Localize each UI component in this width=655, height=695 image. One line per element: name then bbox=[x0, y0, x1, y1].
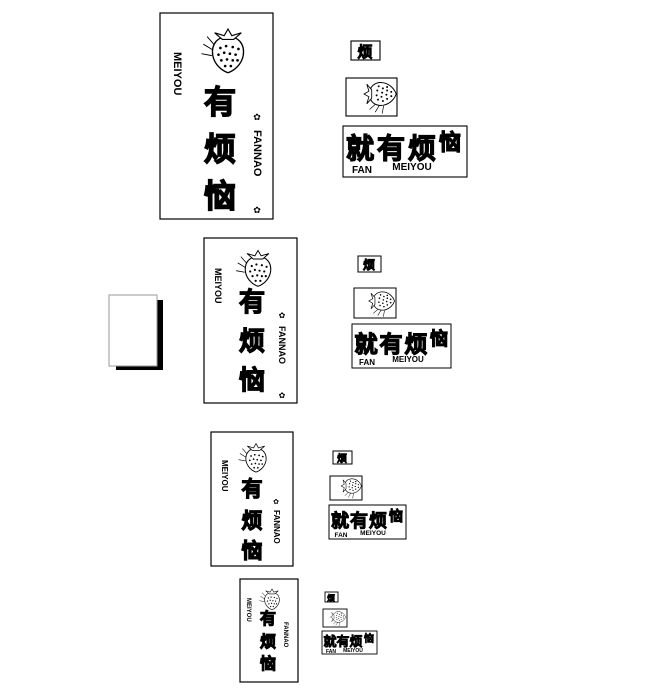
plaque-line-1: MEIYOU bbox=[343, 648, 363, 654]
detail-group-1: 烦 就 有 烦 恼 MEIYOU FAN bbox=[342, 40, 468, 178]
plaque-char-3: 烦 bbox=[405, 332, 428, 358]
leaf-tile bbox=[324, 591, 339, 603]
plaque-line-1: MEIYOU bbox=[360, 530, 386, 537]
plaque-char-3: 烦 bbox=[369, 510, 387, 532]
plaque-char-3: 烦 bbox=[349, 635, 362, 650]
plaque-line-2: FAN bbox=[359, 358, 375, 367]
title-plaque bbox=[351, 323, 452, 369]
sign-char-2: 烦 bbox=[242, 509, 263, 533]
vertical-sign-4: MEIYOU 有 烦 恼 FANNAO bbox=[239, 578, 299, 683]
plaque-char-1: 就 bbox=[323, 634, 336, 650]
plaque-char-4: 恼 bbox=[430, 328, 448, 350]
leaf-tile bbox=[332, 450, 353, 465]
detail-group-2: 烦 就 有 烦 恼 MEIYOU FAN bbox=[351, 255, 452, 369]
leaf-char: 烦 bbox=[357, 43, 372, 61]
plaque-char-4: 恼 bbox=[389, 508, 403, 525]
brand-vertical: MEIYOU bbox=[213, 268, 223, 304]
sign-char-1: 有 bbox=[239, 288, 265, 318]
plaque-char-4: 恼 bbox=[364, 632, 374, 645]
sign-char-3: 恼 bbox=[239, 366, 265, 396]
plaque-char-3: 烦 bbox=[408, 132, 436, 165]
detail-group-4: 烦 就 有 烦 恼 MEIYOU FAN bbox=[321, 591, 378, 655]
leaf-char: 烦 bbox=[327, 593, 335, 603]
flower-icon: ✿ bbox=[253, 206, 261, 216]
plaque-line-2: FAN bbox=[326, 649, 336, 655]
leaf-tile bbox=[350, 40, 381, 61]
brand-vertical: MEIYOU bbox=[220, 460, 229, 492]
plaque-char-4: 恼 bbox=[439, 130, 461, 156]
brand-vertical: MEIYOU bbox=[245, 598, 251, 622]
plaque-char-1: 就 bbox=[355, 331, 378, 358]
title-plaque bbox=[328, 504, 407, 540]
plaque-char-2: 有 bbox=[350, 510, 368, 532]
sign-char-1: 有 bbox=[204, 83, 236, 121]
vertical-sign-3: MEIYOU 有 烦 恼 ✿ FANNAO bbox=[210, 431, 294, 567]
vertical-sign-2: MEIYOU 有 烦 恼 ✿ FANNAO ✿ bbox=[203, 237, 298, 404]
side-view-panel bbox=[108, 294, 158, 367]
pinyin-vertical: FANNAO bbox=[282, 622, 288, 648]
pinyin-vertical: FANNAO bbox=[277, 326, 287, 364]
detail-group-3: 烦 就 有 烦 恼 MEIYOU FAN bbox=[328, 450, 407, 540]
sign-char-2: 烦 bbox=[260, 632, 276, 651]
sign-char-1: 有 bbox=[260, 609, 276, 628]
sign-char-2: 烦 bbox=[239, 327, 265, 357]
sign-char-2: 烦 bbox=[204, 130, 236, 168]
title-plaque bbox=[321, 630, 378, 655]
plaque-line-1: MEIYOU bbox=[392, 162, 431, 173]
vertical-sign-1: MEIYOU 有 烦 恼 ✿ FANNAO ✿ bbox=[159, 12, 274, 220]
sign-char-3: 恼 bbox=[260, 654, 276, 673]
sign-4-frame bbox=[239, 578, 299, 683]
plaque-char-2: 有 bbox=[380, 331, 403, 358]
flower-icon: ✿ bbox=[273, 498, 279, 506]
sign-char-3: 恼 bbox=[204, 177, 236, 215]
plaque-line-2: FAN bbox=[335, 532, 348, 539]
flower-icon: ✿ bbox=[279, 311, 286, 320]
leaf-tile bbox=[357, 255, 382, 273]
leaf-char: 烦 bbox=[337, 452, 347, 465]
plaque-line-2: FAN bbox=[352, 165, 372, 176]
plaque-char-1: 就 bbox=[331, 510, 349, 532]
pinyin-vertical: FANNAO bbox=[272, 510, 281, 544]
leaf-char: 烦 bbox=[363, 258, 375, 272]
sign-char-3: 恼 bbox=[242, 539, 263, 563]
flower-icon: ✿ bbox=[279, 391, 286, 400]
side-view bbox=[108, 294, 163, 370]
brand-vertical: MEIYOU bbox=[171, 52, 183, 95]
plaque-line-1: MEIYOU bbox=[392, 355, 424, 364]
plaque-char-2: 有 bbox=[377, 132, 405, 165]
plaque-char-2: 有 bbox=[336, 634, 349, 650]
title-plaque bbox=[342, 125, 468, 178]
plaque-char-1: 就 bbox=[346, 132, 374, 165]
sign-char-1: 有 bbox=[242, 477, 263, 501]
pinyin-vertical: FANNAO bbox=[251, 130, 263, 177]
flower-icon: ✿ bbox=[253, 113, 261, 123]
